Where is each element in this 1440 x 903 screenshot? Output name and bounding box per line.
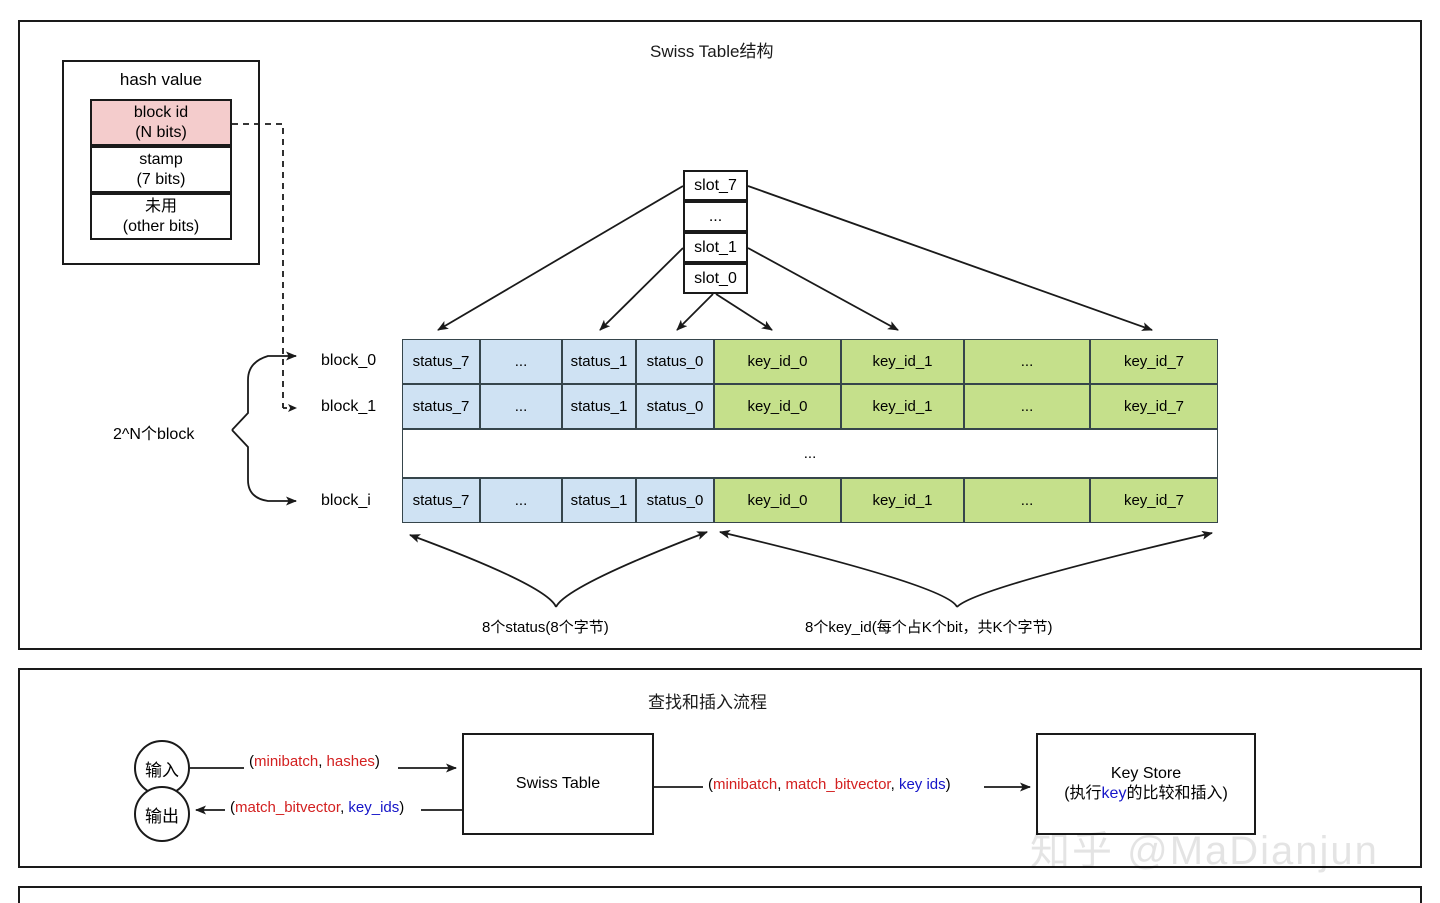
edge2-part1: minibatch bbox=[713, 776, 778, 793]
table-cell-ri-c7: key_id_7 bbox=[1090, 478, 1218, 523]
table-cell-r1-c7: key_id_7 bbox=[1090, 384, 1218, 429]
table-cell-r1-c1: ... bbox=[480, 384, 562, 429]
annotation-keyid-bytes: 8个key_id(每个占K个bit，共K个字节) bbox=[805, 619, 1053, 636]
table-cell-ri-c0: status_7 bbox=[402, 478, 480, 523]
table-cell-ri-c1: ... bbox=[480, 478, 562, 523]
edge0-part0: ( bbox=[249, 753, 254, 770]
table-cell-r1-c6: ... bbox=[964, 384, 1090, 429]
hash-value-title: hash value bbox=[119, 70, 203, 89]
hash-field-block-id-name: block id bbox=[133, 104, 189, 122]
blocks-count-label: 2^N个block bbox=[113, 426, 195, 443]
table-cell-r0-c1: ... bbox=[480, 339, 562, 384]
flow-box-key-store: Key Store (执行key的比较和插入) bbox=[1036, 733, 1256, 835]
slot-cell-ellipsis: ... bbox=[683, 201, 748, 232]
table-cell-r1-c2: status_1 bbox=[562, 384, 636, 429]
table-cell-r0-c7: key_id_7 bbox=[1090, 339, 1218, 384]
edge2-part5: key ids bbox=[898, 776, 946, 793]
key-store-subtitle-prefix: (执行 bbox=[1064, 785, 1102, 802]
edge2-part4: , bbox=[890, 776, 899, 793]
hash-field-unused-bits: (other bits) bbox=[122, 217, 200, 235]
edge0-part2: , bbox=[318, 753, 327, 770]
slot-cell-0: slot_0 bbox=[683, 263, 748, 294]
edge2-part2: , bbox=[777, 776, 786, 793]
hash-field-stamp: stamp (7 bits) bbox=[90, 146, 232, 193]
table-cell-r0-c3: status_0 bbox=[636, 339, 714, 384]
annotation-status-bytes: 8个status(8个字节) bbox=[482, 619, 609, 636]
key-store-subtitle: (执行key的比较和插入) bbox=[1064, 784, 1228, 804]
edge1-part1: match_bitvector bbox=[235, 799, 341, 816]
table-cell-ri-c2: status_1 bbox=[562, 478, 636, 523]
edge0-part4: ) bbox=[374, 753, 380, 770]
panel-next-partial bbox=[18, 886, 1422, 903]
table-cell-ri-c5: key_id_1 bbox=[841, 478, 964, 523]
hash-field-unused-name: 未用 bbox=[144, 198, 177, 216]
table-cell-r1-c5: key_id_1 bbox=[841, 384, 964, 429]
edge2-part0: ( bbox=[708, 776, 713, 793]
slot-cell-7: slot_7 bbox=[683, 170, 748, 201]
edge-label-input-to-swisstable: (minibatch, hashes) bbox=[248, 753, 381, 770]
table-cell-r0-c0: status_7 bbox=[402, 339, 480, 384]
block-row-label-i: block_i bbox=[321, 492, 371, 509]
hash-field-unused: 未用 (other bits) bbox=[90, 193, 232, 240]
table-cell-r0-c6: ... bbox=[964, 339, 1090, 384]
edge1-part4: ) bbox=[399, 799, 405, 816]
flow-box-swiss-table: Swiss Table bbox=[462, 733, 654, 835]
block-row-label-1: block_1 bbox=[321, 398, 377, 415]
table-cell-r1-c4: key_id_0 bbox=[714, 384, 841, 429]
table-cell-r0-c4: key_id_0 bbox=[714, 339, 841, 384]
flow-node-output: 输出 bbox=[134, 786, 190, 842]
key-store-subtitle-suffix: 的比较和插入) bbox=[1126, 785, 1228, 802]
edge1-part2: , bbox=[340, 799, 349, 816]
edge2-part6: ) bbox=[945, 776, 951, 793]
edge1-part3: key_ids bbox=[348, 799, 400, 816]
edge0-part1: minibatch bbox=[254, 753, 319, 770]
table-cell-ri-c4: key_id_0 bbox=[714, 478, 841, 523]
edge-label-swisstable-to-output: (match_bitvector, key_ids) bbox=[229, 799, 406, 816]
table-cell-ri-c3: status_0 bbox=[636, 478, 714, 523]
table-cell-r0-c5: key_id_1 bbox=[841, 339, 964, 384]
hash-field-block-id-bits: (N bits) bbox=[135, 123, 187, 141]
hash-field-stamp-name: stamp bbox=[139, 151, 183, 169]
slot-cell-1: slot_1 bbox=[683, 232, 748, 263]
key-store-subtitle-key: key bbox=[1101, 785, 1127, 802]
edge0-part3: hashes bbox=[326, 753, 375, 770]
panel-structure-title: Swiss Table结构 bbox=[650, 42, 774, 61]
edge1-part0: ( bbox=[230, 799, 235, 816]
hash-field-stamp-bits: (7 bits) bbox=[136, 170, 186, 188]
table-cell-ri-c6: ... bbox=[964, 478, 1090, 523]
edge2-part3: match_bitvector bbox=[785, 776, 891, 793]
table-row-ellipsis: ... bbox=[402, 429, 1218, 478]
edge-label-swisstable-to-keystore: (minibatch, match_bitvector, key ids) bbox=[707, 776, 952, 793]
block-row-label-0: block_0 bbox=[321, 352, 377, 369]
hash-field-block-id: block id (N bits) bbox=[90, 99, 232, 146]
table-cell-r1-c3: status_0 bbox=[636, 384, 714, 429]
panel-flow-title: 查找和插入流程 bbox=[648, 693, 767, 712]
key-store-title: Key Store bbox=[1110, 765, 1182, 782]
table-cell-r0-c2: status_1 bbox=[562, 339, 636, 384]
table-cell-r1-c0: status_7 bbox=[402, 384, 480, 429]
